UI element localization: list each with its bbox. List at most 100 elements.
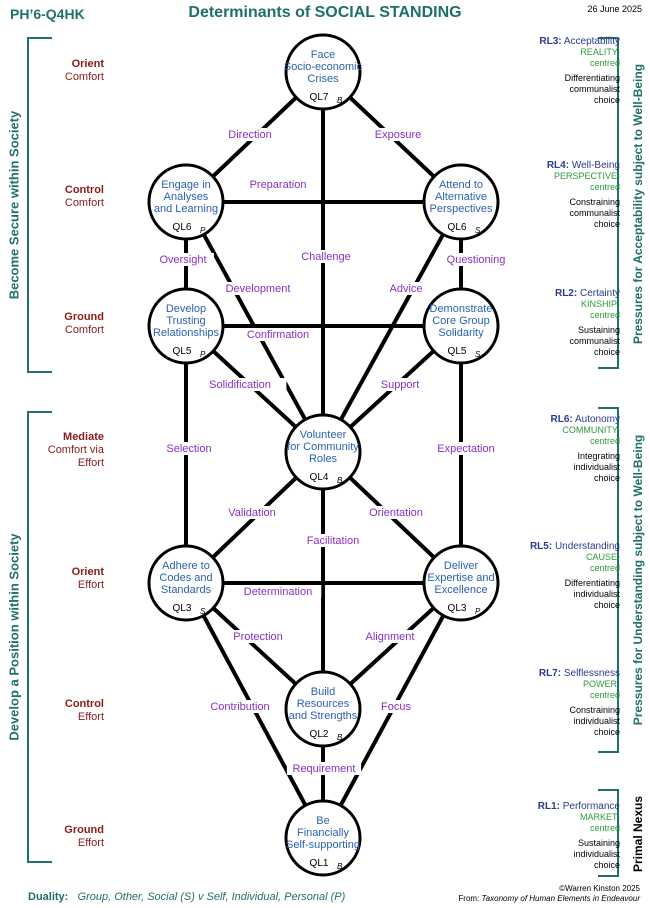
node-code-sub: S [200,607,206,616]
node-code-sub: P [200,226,206,235]
node-text: Self-supporting [286,839,360,851]
node-text: Standards [161,584,212,596]
node-code: QL1 [310,858,329,869]
source-prefix: From: [458,894,482,903]
node-circle [284,670,362,748]
edge-label-bg [152,253,214,266]
edge-label-bg [234,585,322,598]
edge-label-bg [220,282,296,295]
rl-choice: individualist [573,716,620,726]
edge-label-bg [375,378,425,391]
diagram-title: Determinants of SOCIAL STANDING [188,4,462,21]
edge-label-validation: Validation [228,507,276,519]
edge-label-expectation: Expectation [437,443,494,455]
duality-footer: Duality: Group, Other, Social (S) v Self… [28,891,345,903]
rl-heading: RL5: Understanding [529,541,620,552]
node-code: QL2 [310,729,329,740]
level-mode: Comfort via Effort [47,444,104,469]
rl-choice: choice [593,727,620,737]
edge-label-contribution: Contribution [210,701,269,713]
rl-heading: RL1: Performance [537,801,620,812]
node-circle [147,287,225,365]
node-text: and Learning [154,203,218,215]
level-mode: Effort [77,837,104,849]
edge-label-bg [377,700,415,713]
edge-label-bg [358,506,434,519]
edge-label-focus: Focus [381,701,411,713]
node-text: Face [311,49,335,61]
node-code-sub: B [337,862,343,871]
edge-label-bg [237,328,319,341]
edge-label-bg [359,630,421,643]
node-text: and Strengths [289,710,358,722]
rl-centre: centred [589,690,620,700]
source-footer: ©Warren Kinston 2025 From: Taxonomy of H… [458,884,640,904]
edge-label-challenge: Challenge [301,251,351,263]
rl-choice: choice [593,347,620,357]
node-circle [284,799,362,877]
node-text: Solidarity [438,327,484,339]
edge-label-bg [193,378,287,391]
node-text: Trusting [166,315,205,327]
rl-centre: POWER- [583,679,620,689]
level-type: Orient [71,566,104,578]
edge-label-direction: Direction [228,129,271,141]
node-circle [422,163,500,241]
node-code: QL6 [448,222,467,233]
node-code-sub: S [475,350,481,359]
node-circle [147,544,225,622]
rl-choice: individualist [573,849,620,859]
rl-centre: centred [589,563,620,573]
node-text: Codes and [159,572,212,584]
node-code-sub: B [337,733,343,742]
rl-choice: communalist [569,84,620,94]
edge-label-bg [240,178,316,191]
node-circle [147,163,225,241]
level-mode: Effort [77,711,104,723]
node-text: Core Group [432,315,489,327]
node-code: QL3 [173,603,192,614]
level-mode: Comfort [64,324,104,336]
rl-heading: RL7: Selflessness [538,668,620,679]
edge-label-development: Development [226,283,291,295]
edge-label-confirmation: Confirmation [247,329,309,341]
node-text: Engage in [161,179,211,191]
node-code: QL6 [173,222,192,233]
rl-centre: PERSPECTIVE- [553,171,620,181]
level-type: Control [64,698,104,710]
node-text: Financially [297,827,349,839]
copyright: ©Warren Kinston 2025 [559,884,640,893]
node-code-sub: S [475,226,481,235]
edge-label-bg [428,442,504,455]
edge-label-advice: Advice [389,283,422,295]
edge-label-facilitation: Facilitation [307,535,360,547]
level-mode: Comfort [64,71,104,83]
node-code: QL3 [448,603,467,614]
edge-label-bg [199,700,281,713]
node-circle [284,413,362,491]
level-mode: Comfort [64,197,104,209]
edge-label-requirement: Requirement [293,763,356,775]
node-text: Be [316,815,329,827]
edge-label-bg [286,762,362,775]
level-type: Ground [64,311,104,323]
rl-centre: centred [589,823,620,833]
node-text: Excellence [434,584,487,596]
node-code: QL4 [310,472,329,483]
node-text: Relationships [153,327,220,339]
edge-label-bg [384,282,428,295]
rl-centre: centred [589,436,620,446]
